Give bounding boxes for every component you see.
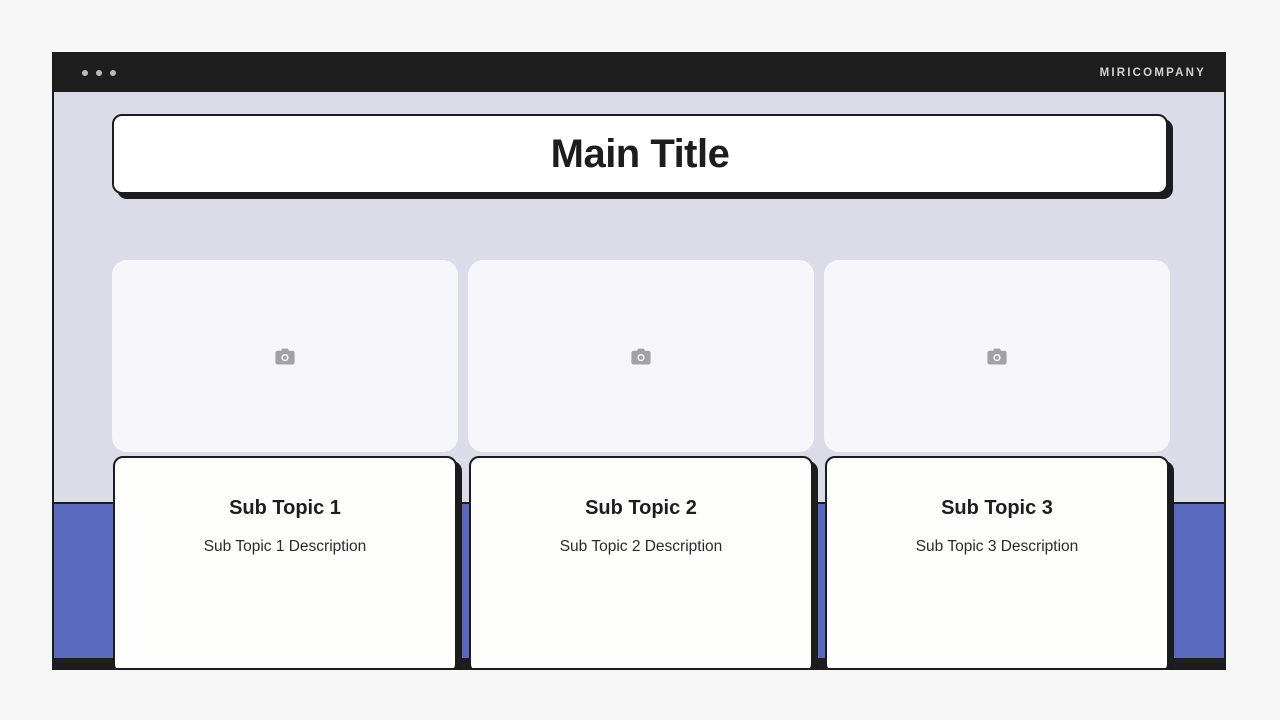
slide-canvas: Main Title: [54, 92, 1224, 668]
window-dots-icon[interactable]: [82, 70, 116, 76]
media-placeholder-row: [112, 260, 1170, 452]
media-placeholder-3[interactable]: [824, 260, 1170, 452]
main-title-panel[interactable]: Main Title: [112, 114, 1168, 194]
sub-topic-card-2[interactable]: Sub Topic 2 Sub Topic 2 Description: [469, 456, 813, 668]
sub-topic-title: Sub Topic 2: [585, 497, 697, 519]
window-dot-1: [82, 70, 88, 76]
camera-icon: [275, 348, 295, 364]
presentation-window: MIRICOMPANY Main Title: [52, 52, 1226, 670]
window-dot-2: [96, 70, 102, 76]
sub-topic-title: Sub Topic 3: [941, 497, 1053, 519]
sub-topic-card-1[interactable]: Sub Topic 1 Sub Topic 1 Description: [113, 456, 457, 668]
camera-icon: [631, 348, 651, 364]
sub-topic-description: Sub Topic 2 Description: [559, 538, 723, 555]
sub-topic-row: Sub Topic 1 Sub Topic 1 Description Sub …: [113, 456, 1169, 668]
brand-label: MIRICOMPANY: [1099, 67, 1206, 79]
camera-icon: [987, 348, 1007, 364]
media-placeholder-2[interactable]: [468, 260, 814, 452]
sub-topic-card-3[interactable]: Sub Topic 3 Sub Topic 3 Description: [825, 456, 1169, 668]
page-title: Main Title: [550, 132, 730, 176]
sub-topic-description: Sub Topic 3 Description: [915, 538, 1079, 555]
media-placeholder-1[interactable]: [112, 260, 458, 452]
window-dot-3: [110, 70, 116, 76]
sub-topic-description: Sub Topic 1 Description: [203, 538, 367, 555]
sub-topic-title: Sub Topic 1: [229, 497, 341, 519]
window-titlebar: MIRICOMPANY: [54, 54, 1224, 92]
